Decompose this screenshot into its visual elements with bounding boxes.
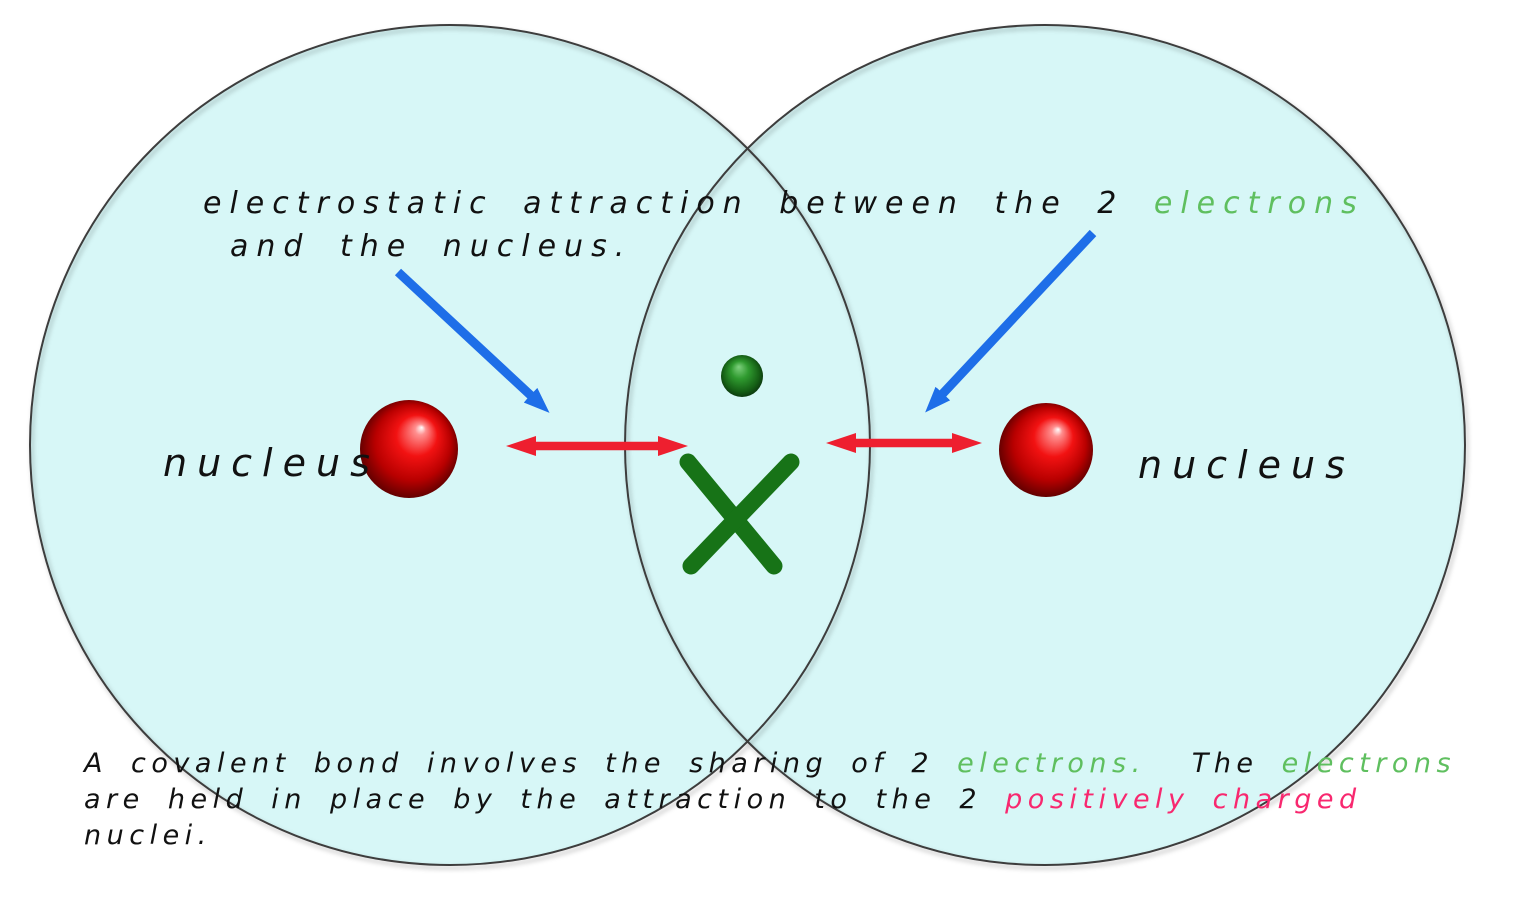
right-nucleus-sphere [999, 403, 1093, 497]
caption-text-positively-charged: positively charged [1005, 784, 1362, 815]
left-nucleus-sphere [360, 400, 458, 498]
shared-electron-dot [721, 355, 763, 397]
annotation-electrostatic-line2: and the nucleus. [230, 229, 633, 264]
caption-text-electrons: electrons. [957, 748, 1146, 779]
caption-covalent-bond: A covalent bond involves the sharing of … [84, 746, 1456, 854]
caption-line-3: nuclei. [84, 820, 212, 851]
shared-electron-x [679, 453, 800, 575]
annotation-electrostatic-line1: electrostatic attraction between the 2 e… [203, 186, 1365, 221]
annotation-text-electrons: electrons [1153, 186, 1365, 221]
pointer-arrow-left [394, 268, 550, 413]
right-nucleus-label: nucleus [1138, 443, 1355, 487]
caption-text: A covalent bond involves the sharing of … [84, 748, 958, 779]
caption-line-1: A covalent bond involves the sharing of … [84, 746, 1456, 782]
caption-text-electrons: electrons [1281, 748, 1457, 779]
pointer-arrow-right [925, 229, 1097, 413]
annotation-text-black: electrostatic attraction between the 2 [203, 186, 1154, 221]
left-nucleus-label: nucleus [163, 441, 380, 485]
caption-text: The [1145, 748, 1282, 779]
caption-line-2: are held in place by the attraction to t… [84, 782, 1456, 818]
caption-text: are held in place by the attraction to t… [84, 784, 1006, 815]
